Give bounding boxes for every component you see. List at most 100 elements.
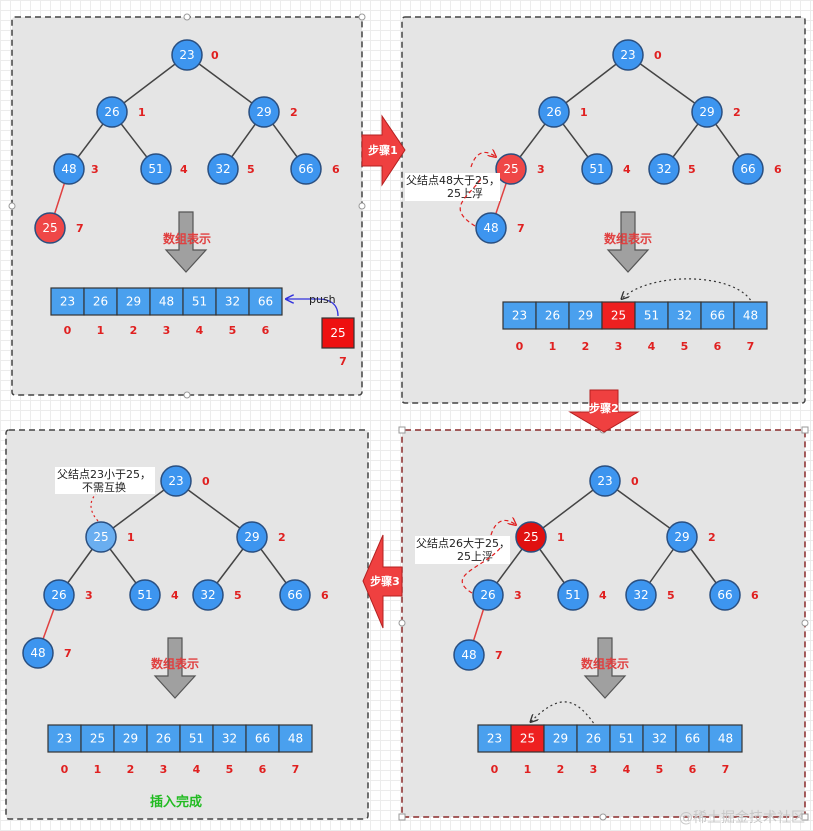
tree-node-value: 32 (656, 162, 671, 176)
tree-node-circle (691, 96, 723, 128)
note-line-1: 父结点48大于25， (406, 173, 500, 187)
tree-node-value: 29 (256, 105, 271, 119)
array-index: 0 (61, 763, 69, 776)
tree-edge (186, 54, 265, 113)
array-index: 4 (196, 324, 204, 337)
array-cell-value: 51 (192, 295, 207, 309)
array-cell-value: 26 (545, 309, 560, 323)
array-index: 1 (94, 763, 102, 776)
tree-node-circle (515, 521, 547, 553)
tree-node-index: 4 (180, 163, 188, 176)
push-index: 7 (339, 355, 347, 368)
tree-node-value: 66 (717, 588, 732, 602)
tree-node-circle (538, 96, 570, 128)
array-cell-value: 25 (90, 732, 105, 746)
tree-node-index: 0 (211, 49, 219, 62)
done-label: 插入完成 (150, 794, 202, 810)
tree-node-circle (236, 521, 268, 553)
float-up-arrow-icon (470, 152, 496, 168)
swap-arrow-icon (461, 546, 502, 594)
array-cell-value: 66 (710, 309, 725, 323)
array-cell-value: 32 (222, 732, 237, 746)
tree-node-circle (140, 153, 172, 185)
array-cell-value: 26 (93, 295, 108, 309)
array-index: 4 (623, 763, 631, 776)
float-up-arrow-icon (490, 520, 516, 536)
tree-node-circle (666, 521, 698, 553)
step-1-label: 步骤1 (368, 143, 398, 157)
tree-node-value: 25 (93, 530, 108, 544)
tree-node-circle (43, 579, 75, 611)
array-cell (83, 287, 118, 316)
tree-node-value: 66 (298, 162, 313, 176)
array-cell-value: 25 (611, 309, 626, 323)
step-3-arrow: 步骤3 (362, 534, 403, 629)
array-index: 6 (262, 324, 270, 337)
note-line-2: 25上浮 (457, 550, 493, 563)
array-cell-value: 29 (126, 295, 141, 309)
tree-node-index: 3 (514, 589, 522, 602)
down-arrow-icon (153, 637, 197, 699)
array-cell-value: 23 (512, 309, 527, 323)
tree-node-value: 23 (620, 48, 635, 62)
note-line-1: 父结点23小于25， (57, 468, 151, 481)
array-index: 6 (259, 763, 267, 776)
array-cell-value: 26 (156, 732, 171, 746)
tree-node-index: 7 (76, 222, 84, 235)
tree-node-index: 5 (667, 589, 675, 602)
tree-node-circle (732, 153, 764, 185)
tree-node-circle (648, 153, 680, 185)
tree-node-circle (34, 212, 66, 244)
array-index: 7 (747, 340, 755, 353)
tree-node-circle (53, 153, 85, 185)
tree-node-circle (160, 465, 192, 497)
array-index: 3 (615, 340, 623, 353)
array-index: 2 (557, 763, 565, 776)
step-3-label: 步骤3 (370, 574, 400, 588)
tree-node-value: 26 (51, 588, 66, 602)
array-index: 5 (656, 763, 664, 776)
tree-node-value: 66 (287, 588, 302, 602)
tree-node-index: 4 (171, 589, 179, 602)
array-index: 6 (714, 340, 722, 353)
array-cell-value: 32 (652, 732, 667, 746)
array-cell (113, 724, 148, 753)
array-cell-value: 23 (57, 732, 72, 746)
push-box (321, 317, 355, 349)
down-arrow-icon (164, 211, 208, 273)
tree-node-value: 48 (461, 648, 476, 662)
tree-node-value: 66 (740, 162, 755, 176)
tree-node-circle (248, 96, 280, 128)
tree-node-circle (557, 579, 589, 611)
tree-node-index: 1 (580, 106, 588, 119)
tree-node-circle (207, 153, 239, 185)
array-index: 1 (549, 340, 557, 353)
array-index: 0 (491, 763, 499, 776)
tree-node-index: 2 (278, 531, 286, 544)
array-index: 2 (130, 324, 138, 337)
tree-node-index: 6 (332, 163, 340, 176)
panel-2-frame (401, 16, 806, 404)
array-cell-value: 29 (553, 732, 568, 746)
tree-node-index: 1 (138, 106, 146, 119)
